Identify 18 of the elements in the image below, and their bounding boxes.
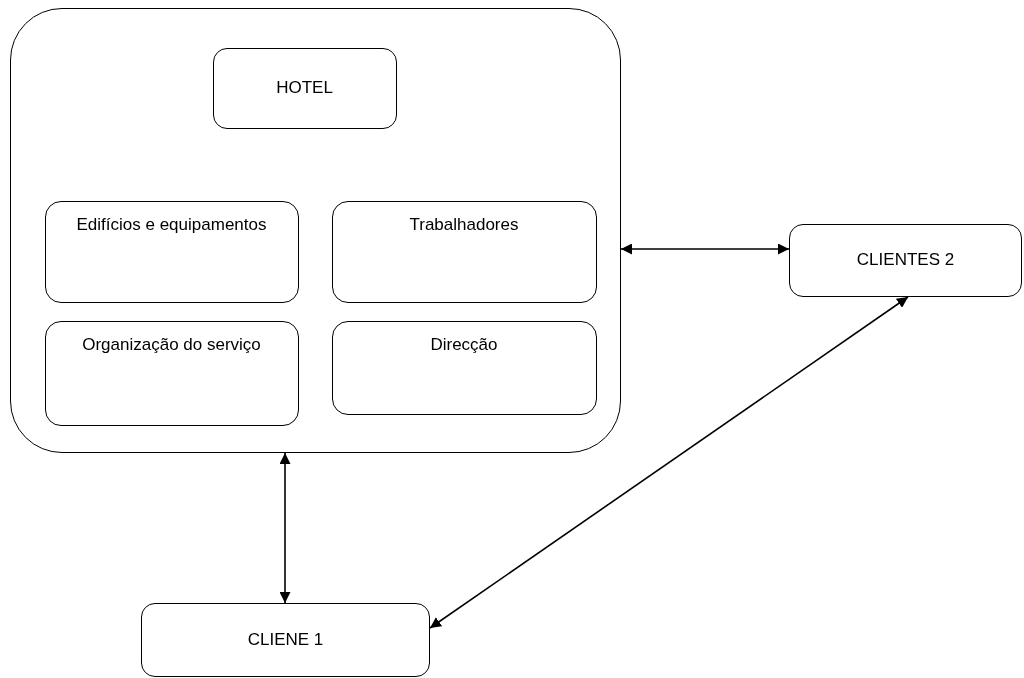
container-box (10, 8, 621, 453)
box-label: Edifícios e equipamentos (76, 213, 267, 236)
process-box (44, 320, 299, 426)
box-label: CLIENE 1 (247, 628, 324, 651)
process-box (331, 320, 597, 415)
box-label: Trabalhadores (409, 213, 519, 236)
process-box (44, 200, 299, 303)
box-label: Direcção (430, 333, 498, 356)
process-box (141, 603, 430, 677)
process-box (212, 47, 397, 129)
double-arrow (620, 243, 790, 255)
double-arrow (429, 296, 909, 629)
double-arrow (279, 452, 291, 604)
process-box (331, 200, 597, 303)
box-label: Organização do serviço (82, 333, 261, 356)
box-label: HOTEL (276, 76, 333, 99)
process-box (789, 224, 1022, 297)
box-label: CLIENTES 2 (856, 249, 955, 272)
